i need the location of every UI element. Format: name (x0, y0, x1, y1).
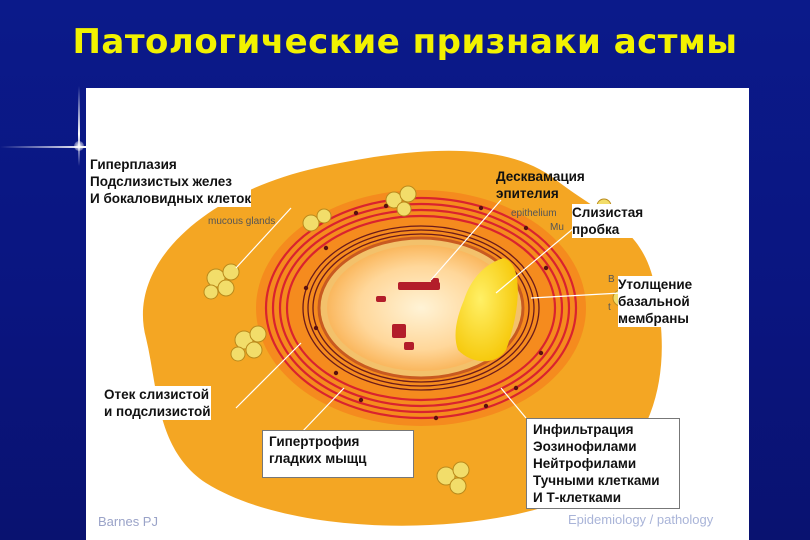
desquamated-epithelium (376, 278, 440, 350)
slide-title: Патологические признаки астмы (72, 22, 738, 62)
label-hyperplasia: Гиперплазия Подслизистых желез И бокалов… (90, 156, 252, 207)
diagram-panel: mucous glands epithelium Mu B t Гиперпла… (86, 88, 749, 540)
label-smooth-muscle: Гипертрофия гладких мыщц (262, 430, 414, 478)
label-t-en: t (608, 302, 611, 313)
basement-membrane (302, 225, 540, 391)
footer-source-left: Barnes PJ (98, 514, 158, 529)
label-desquamation: Десквамация эпителия (496, 169, 585, 201)
label-infiltration: Инфильтрация Эозинофилами Нейтрофилами Т… (526, 418, 680, 509)
light-flare-center (74, 141, 84, 151)
label-b-en: B (608, 274, 615, 285)
mucus-plug (455, 258, 518, 362)
light-flare-vertical (78, 86, 80, 166)
label-mucus-plug: Слизистая пробка (572, 204, 644, 238)
label-mucous-glands-en: mucous glands (208, 216, 276, 227)
leader-lines (235, 199, 622, 434)
light-flare-horizontal (0, 146, 86, 148)
smooth-muscle-rings (264, 196, 578, 420)
label-epithelium-en: epithelium (511, 208, 557, 219)
label-basement-membrane: Утолщение базальной мембраны (618, 276, 693, 327)
inflammatory-cells (303, 203, 549, 421)
footer-source-right: Epidemiology / pathology (568, 512, 714, 527)
label-edema: Отек слизистой и подслизистой (104, 386, 211, 420)
label-mu-en: Mu (550, 222, 564, 233)
